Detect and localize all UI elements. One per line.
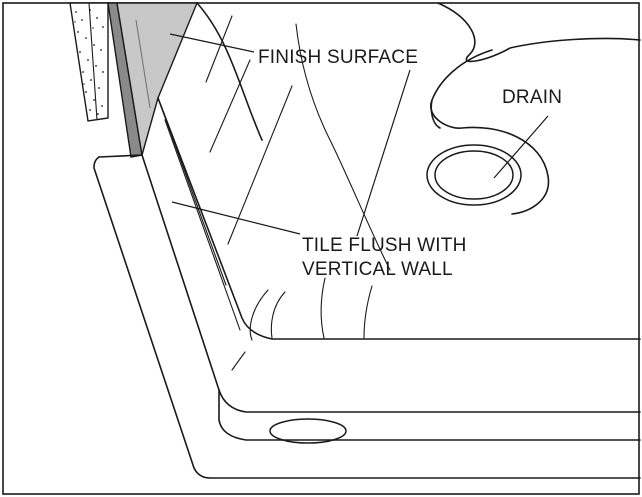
drain-label: DRAIN	[502, 87, 562, 108]
overflow-opening	[269, 418, 347, 444]
tile-flush-label-line1: TILE FLUSH WITH	[302, 235, 467, 256]
backer-board	[69, 2, 109, 122]
drain-icon	[426, 144, 522, 206]
basin-curves	[196, 2, 641, 371]
pan-outline	[93, 97, 641, 479]
finish-surface-leader-2	[356, 69, 411, 237]
tile-flush-leader	[171, 201, 301, 235]
tile-flush-label-line2: VERTICAL WALL	[302, 259, 453, 280]
drain-leader	[493, 115, 549, 179]
finish-surface-leader	[169, 33, 255, 53]
finish-surface-label: FINISH SURFACE	[258, 47, 418, 68]
